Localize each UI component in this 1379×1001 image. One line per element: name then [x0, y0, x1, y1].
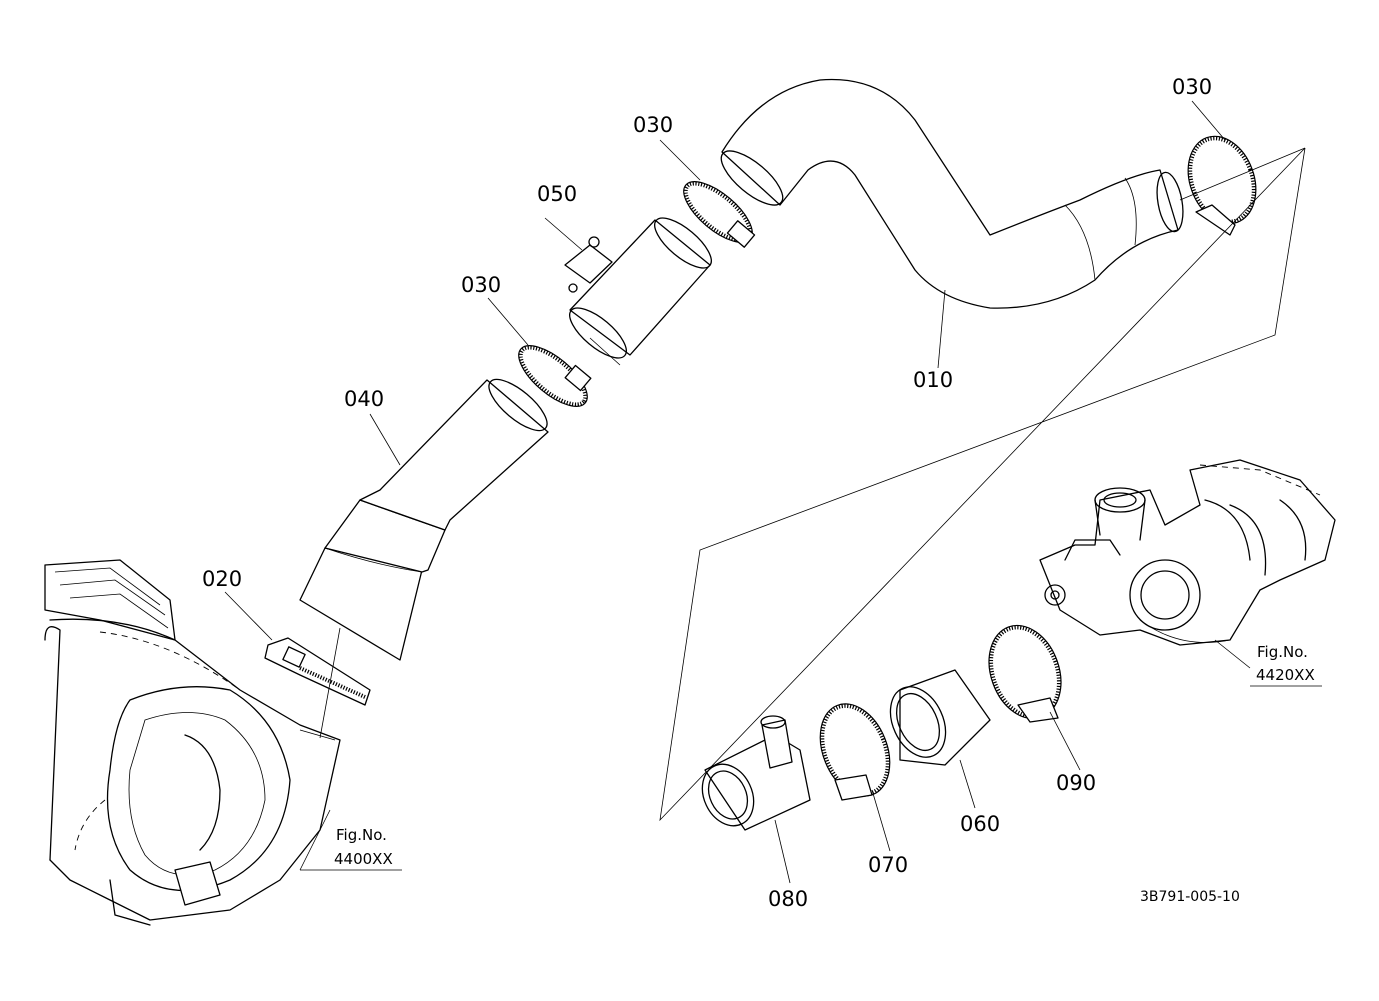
assembly-outline — [659, 147, 1306, 822]
figure-ref-left: Fig.No. 4400XX — [300, 826, 402, 871]
turbocharger-assembly — [1039, 459, 1336, 646]
hose-060 — [889, 669, 991, 766]
leader-lines — [224, 100, 1251, 884]
label-010: 010 — [913, 368, 953, 392]
hose-clamp-090 — [988, 624, 1062, 723]
fig-ref-left-line2: 4400XX — [334, 850, 393, 868]
sensor-tube-050 — [564, 217, 712, 359]
fig-ref-right-line2: 4420XX — [1256, 666, 1315, 684]
hose-clamp-020 — [264, 637, 371, 706]
label-090: 090 — [1056, 771, 1096, 795]
label-020: 020 — [202, 567, 242, 591]
figure-ref-right: Fig.No. 4420XX — [1250, 643, 1322, 687]
pipe-040 — [299, 378, 549, 661]
label-050: 050 — [537, 182, 577, 206]
air-cleaner-assembly — [44, 559, 341, 926]
label-030-upper: 030 — [633, 113, 673, 137]
tee-joint-080 — [701, 715, 811, 831]
hose-clamp-070 — [819, 703, 891, 801]
hose-clamp-030-upper — [683, 181, 756, 248]
fig-ref-left-line1: Fig.No. — [336, 826, 387, 844]
label-060: 060 — [960, 812, 1000, 836]
label-070: 070 — [868, 853, 908, 877]
intake-hose-010 — [720, 78, 1184, 309]
hose-clamp-030-top — [1187, 135, 1257, 236]
label-030-top: 030 — [1172, 75, 1212, 99]
label-080: 080 — [768, 887, 808, 911]
label-040: 040 — [344, 387, 384, 411]
fig-ref-right-line1: Fig.No. — [1257, 643, 1308, 661]
part-labels: 010 020 030 030 030 040 050 060 070 080 … — [202, 75, 1212, 911]
drawing-code: 3B791-005-10 — [1140, 889, 1240, 905]
label-030-middle: 030 — [461, 273, 501, 297]
hose-clamp-030-middle — [518, 345, 592, 407]
